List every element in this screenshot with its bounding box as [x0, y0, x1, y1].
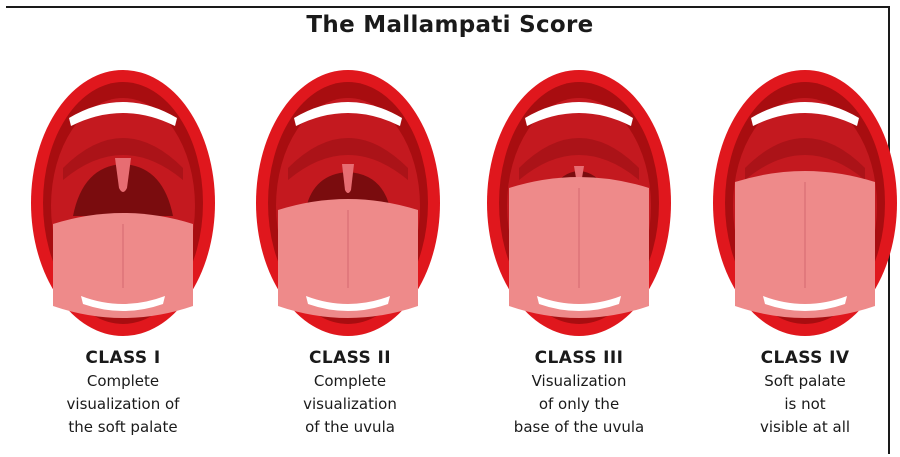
class-description-line: visualization — [255, 393, 445, 416]
class-description-line: Complete — [28, 370, 218, 393]
mouth-svg — [254, 68, 442, 338]
class-description-line: visualization of — [28, 393, 218, 416]
frame-border-top — [6, 6, 890, 8]
diagram-title: The Mallampati Score — [0, 12, 900, 38]
class-description-line: the soft palate — [28, 416, 218, 439]
mouth-svg — [29, 68, 217, 338]
caption-class-1: CLASS I Complete visualization of the so… — [28, 346, 218, 439]
class-description-line: Visualization — [484, 370, 674, 393]
mouth-svg — [711, 68, 899, 338]
caption-class-3: CLASS III Visualization of only the base… — [484, 346, 674, 439]
class-description-line: Soft palate — [710, 370, 900, 393]
class-label: CLASS II — [255, 346, 445, 370]
class-description-line: visible at all — [710, 416, 900, 439]
caption-class-2: CLASS II Complete visualization of the u… — [255, 346, 445, 439]
class-description-line: is not — [710, 393, 900, 416]
caption-class-4: CLASS IV Soft palate is not visible at a… — [710, 346, 900, 439]
class-label: CLASS III — [484, 346, 674, 370]
mouth-illustration-class-2 — [254, 68, 442, 338]
mouth-illustration-class-3 — [485, 68, 673, 338]
class-description-line: of only the — [484, 393, 674, 416]
class-description-line: base of the uvula — [484, 416, 674, 439]
mouth-svg — [485, 68, 673, 338]
class-description-line: Complete — [255, 370, 445, 393]
mouth-illustration-class-4 — [711, 68, 899, 338]
class-description-line: of the uvula — [255, 416, 445, 439]
class-label: CLASS I — [28, 346, 218, 370]
mouth-illustration-class-1 — [29, 68, 217, 338]
class-label: CLASS IV — [710, 346, 900, 370]
